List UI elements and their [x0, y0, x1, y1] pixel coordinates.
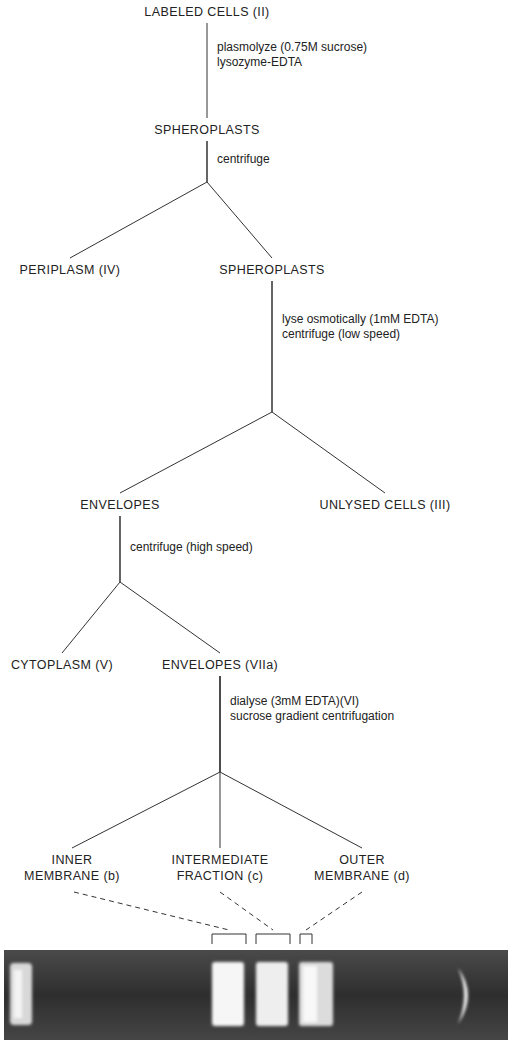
step-label: dialyse (3mM EDTA)(VI) sucrose gradient …	[228, 694, 397, 724]
gradient-bands	[10, 962, 468, 1026]
node-text: OUTER MEMBRANE (d)	[312, 852, 412, 884]
node-text: PERIPLASM (IV)	[20, 262, 121, 278]
fraction-node: SPHEROPLASTS	[219, 262, 325, 278]
node-text: ENVELOPES (VIIa)	[162, 657, 278, 673]
node-text: ENVELOPES	[80, 497, 159, 513]
fraction-node: CYTOPLASM (V)	[11, 657, 113, 673]
step-label: plasmolyze (0.75M sucrose) lysozyme-EDTA	[215, 40, 389, 70]
fraction-node: UNLYSED CELLS (III)	[319, 497, 450, 513]
node-text: INTERMEDIATE FRACTION (c)	[166, 852, 274, 884]
fraction-node: OUTER MEMBRANE (d)	[312, 852, 412, 884]
flow-line	[62, 516, 120, 653]
node-text: SPHEROPLASTS	[219, 262, 325, 278]
fraction-node: PERIPLASM (IV)	[20, 262, 121, 278]
node-text: UNLYSED CELLS (III)	[319, 497, 450, 513]
step-label: centrifuge	[215, 152, 309, 167]
fraction-node: ENVELOPES	[80, 497, 159, 513]
flow-line	[70, 141, 207, 258]
fraction-node: ENVELOPES (VIIa)	[162, 657, 278, 673]
flow-line	[207, 23, 208, 118]
node-text: INNER MEMBRANE (b)	[22, 852, 122, 884]
fraction-brackets	[212, 934, 312, 944]
fraction-node: INNER MEMBRANE (b)	[22, 852, 122, 884]
flow-line	[120, 516, 220, 653]
flow-line	[120, 281, 272, 493]
flow-line	[72, 676, 220, 848]
node-text: SPHEROPLASTS	[154, 122, 260, 138]
fraction-node: INTERMEDIATE FRACTION (c)	[166, 852, 274, 884]
step-label: centrifuge (high speed)	[128, 540, 292, 555]
node-text: LABELED CELLS (II)	[144, 4, 269, 20]
leader-lines	[74, 892, 362, 930]
photo-ground	[4, 950, 508, 1040]
fraction-node: LABELED CELLS (II)	[144, 4, 269, 20]
node-text: CYTOPLASM (V)	[11, 657, 113, 673]
step-label: lyse osmotically (1mM EDTA) centrifuge (…	[280, 312, 464, 342]
fraction-node: SPHEROPLASTS	[154, 122, 260, 138]
